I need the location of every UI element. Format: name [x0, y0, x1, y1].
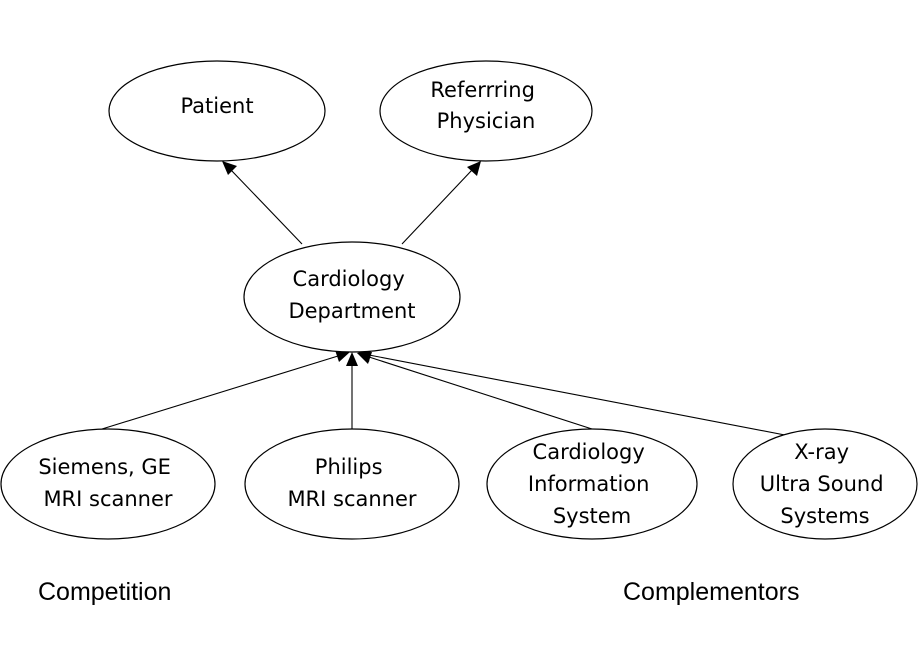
node-xray-ultrasound-line-3: Systems — [780, 504, 869, 528]
node-philips-line-1: Philips — [315, 455, 383, 479]
edge-siemens-to-cardiology — [101, 355, 339, 430]
node-patient[interactable]: Patient — [108, 60, 326, 162]
node-cardiology-department-label: Cardiology Department — [288, 267, 415, 323]
node-siemens-ge-shape — [0, 428, 216, 540]
node-cardiology-department-line-2: Department — [288, 299, 415, 323]
node-xray-ultrasound[interactable]: X-ray Ultra Sound Systems — [732, 428, 918, 540]
edge-cis-to-cardiology — [368, 356, 593, 430]
node-cardiology-information-system[interactable]: Cardiology Information System — [486, 428, 698, 540]
node-cardiology-department-shape — [243, 241, 461, 353]
node-siemens-ge-line-1: Siemens, GE — [38, 455, 171, 479]
arrow-head-xray — [357, 350, 371, 362]
node-siemens-ge-line-2: MRI scanner — [43, 487, 172, 511]
node-cardiology-department[interactable]: Cardiology Department — [243, 241, 461, 353]
node-referring-physician-line-2: Physician — [437, 109, 536, 133]
arrow-head-siemens — [335, 350, 350, 362]
node-referring-physician-label: Referrring Physician — [430, 78, 541, 133]
node-siemens-ge[interactable]: Siemens, GE MRI scanner — [0, 428, 216, 540]
arrow-head-referring-physician — [467, 161, 481, 176]
node-cardiology-information-system-line-2: Information — [528, 472, 650, 496]
node-philips-line-2: MRI scanner — [287, 487, 416, 511]
node-referring-physician[interactable]: Referrring Physician — [379, 60, 593, 162]
node-philips[interactable]: Philips MRI scanner — [244, 428, 460, 540]
node-cardiology-department-line-1: Cardiology — [293, 267, 405, 291]
node-patient-shape — [108, 60, 326, 162]
node-patient-line-1: Patient — [180, 94, 253, 118]
node-philips-label: Philips MRI scanner — [287, 455, 416, 511]
node-philips-shape — [244, 428, 460, 540]
edge-xray-to-cardiology — [368, 354, 791, 437]
node-xray-ultrasound-shape — [732, 428, 918, 540]
edge-cardiology-to-patient — [230, 169, 303, 245]
node-siemens-ge-label: Siemens, GE MRI scanner — [38, 455, 177, 511]
node-cardiology-information-system-label: Cardiology Information System — [528, 440, 656, 528]
node-patient-label: Patient — [180, 94, 253, 118]
group-label-competition: Competition — [38, 578, 171, 606]
node-xray-ultrasound-line-2: Ultra Sound — [760, 472, 884, 496]
node-xray-ultrasound-line-1: X-ray — [794, 440, 849, 464]
edge-cardiology-to-referring-physician — [401, 169, 473, 245]
arrow-head-philips — [346, 352, 358, 366]
edges-layer — [101, 161, 791, 437]
group-labels: Competition Complementors — [38, 578, 799, 606]
node-cardiology-information-system-line-3: System — [553, 504, 631, 528]
node-cardiology-information-system-shape — [486, 428, 698, 540]
node-cardiology-information-system-line-1: Cardiology — [533, 440, 645, 464]
group-label-complementors: Complementors — [623, 578, 799, 606]
node-referring-physician-line-1: Referrring — [430, 78, 535, 102]
nodes-layer: Patient Referrring Physician Cardiology … — [0, 60, 918, 540]
arrow-head-patient — [222, 161, 237, 175]
node-xray-ultrasound-label: X-ray Ultra Sound Systems — [760, 440, 890, 528]
node-referring-physician-shape — [379, 60, 593, 162]
